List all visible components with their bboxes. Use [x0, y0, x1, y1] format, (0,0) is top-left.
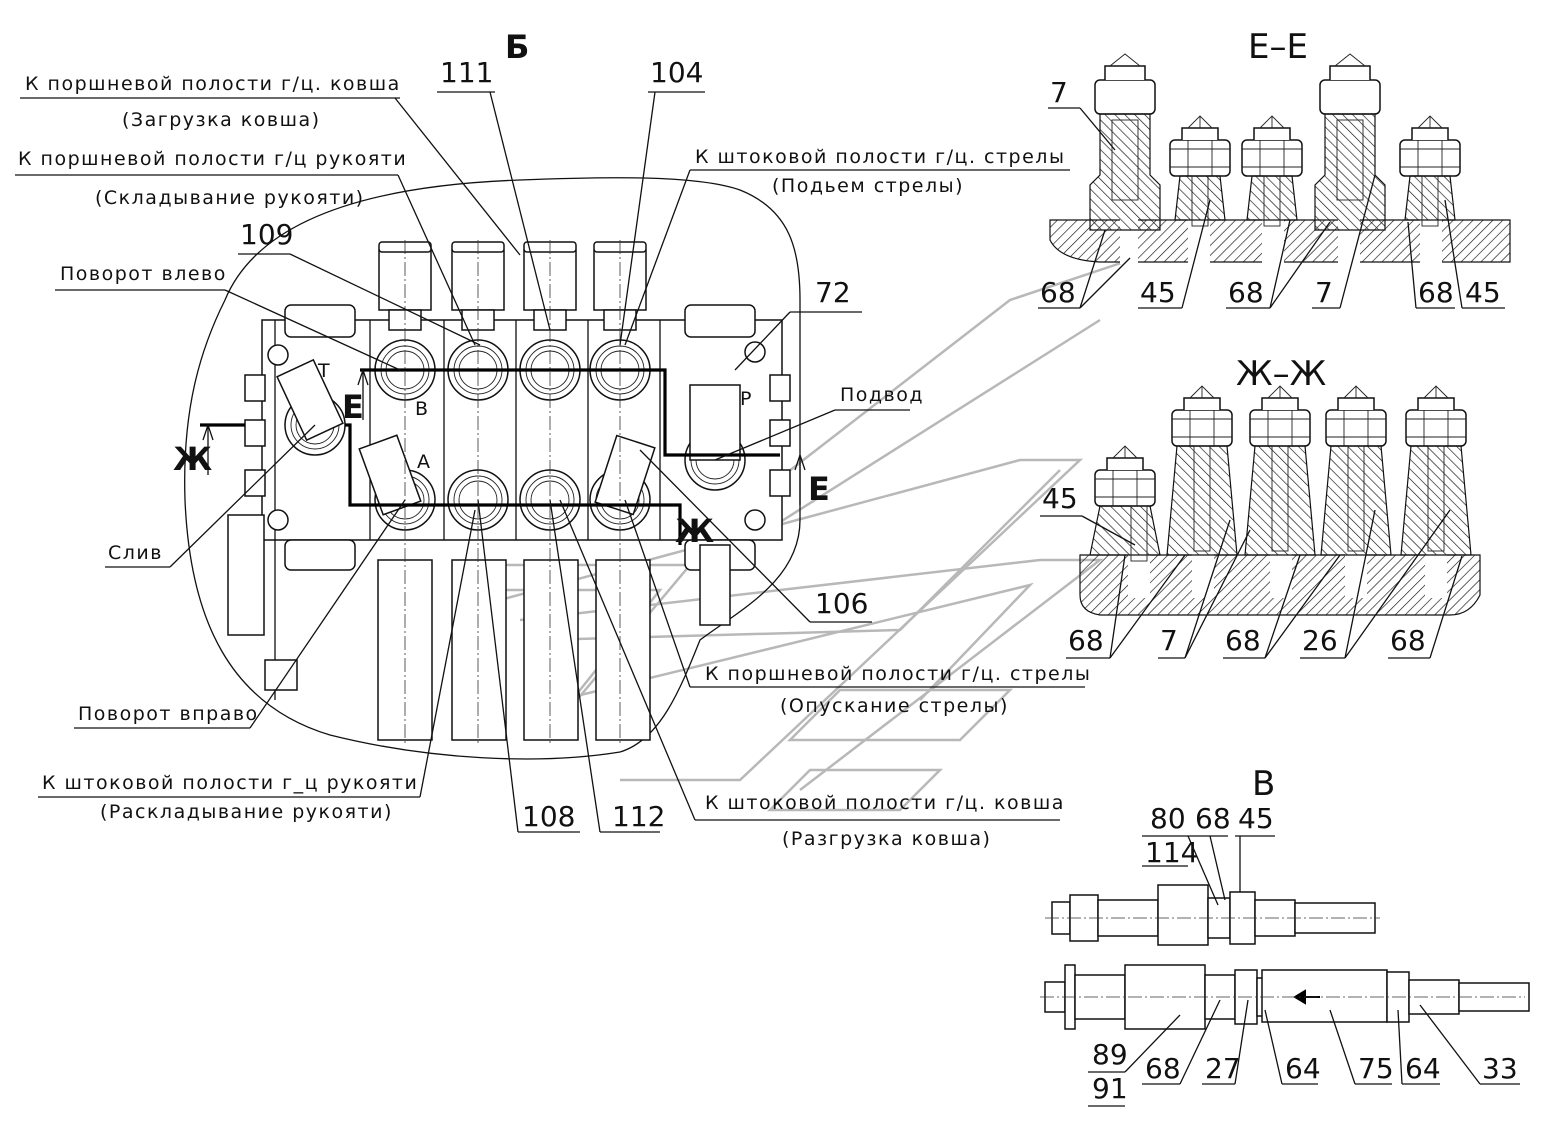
label-piston-bucket: К поршневой полости г/ц. ковша	[25, 73, 401, 95]
label-handle-unfold: (Раскладывание рукояти)	[100, 801, 393, 823]
ee-callout-68a: 68	[1040, 276, 1076, 309]
zhzh-callout-26: 26	[1302, 624, 1338, 657]
label-handle-fold: (Складывание рукояти)	[95, 187, 365, 209]
label-boom-lower: (Опускание стрелы)	[780, 695, 1009, 717]
ee-callout-45a: 45	[1140, 276, 1176, 309]
v-callout-68: 68	[1145, 1052, 1181, 1085]
callout-111: 111	[440, 56, 493, 89]
view-b-title: Б	[505, 28, 529, 66]
cut-mark-zh-right: Ж	[675, 512, 714, 550]
v-callout-64a: 64	[1285, 1052, 1321, 1085]
v-callout-64b: 64	[1405, 1052, 1441, 1085]
section-ee-title: Е–Е	[1248, 27, 1308, 67]
view-v-title: В	[1252, 764, 1275, 804]
v-callout-114: 114	[1145, 836, 1198, 869]
label-boom-raise: (Подьем стрелы)	[772, 175, 964, 197]
v-callout-27: 27	[1205, 1052, 1241, 1085]
ee-callout-68c: 68	[1418, 276, 1454, 309]
port-t: T	[317, 360, 331, 382]
v-callout-89: 89	[1092, 1038, 1128, 1071]
callout-108: 108	[522, 800, 575, 833]
callout-112: 112	[612, 800, 665, 833]
label-bucket-unload: (Разгрузка ковша)	[782, 828, 991, 850]
section-zhzh-drawing	[1079, 385, 1481, 616]
callout-72: 72	[815, 276, 851, 309]
callout-104: 104	[650, 56, 703, 89]
view-v-drawing	[1040, 884, 1530, 1030]
v-callout-45: 45	[1238, 802, 1274, 835]
v-callout-80: 80	[1150, 802, 1186, 835]
zhzh-callout-68c: 68	[1390, 624, 1426, 657]
ee-callout-45b: 45	[1465, 276, 1501, 309]
section-zhzh-title: Ж–Ж	[1236, 354, 1326, 394]
v-callout-75: 75	[1358, 1052, 1394, 1085]
port-p: P	[740, 388, 753, 410]
zhzh-callout-68a: 68	[1068, 624, 1104, 657]
v-callout-91: 91	[1092, 1072, 1128, 1105]
zhzh-callout-45: 45	[1042, 482, 1078, 515]
label-piston-boom: К поршневой полости г/ц. стрелы	[705, 663, 1091, 685]
label-rod-handle: К штоковой полости г_ц рукояти	[42, 772, 418, 794]
v-callout-68-top: 68	[1195, 802, 1231, 835]
ee-callout-7a: 7	[1050, 76, 1068, 109]
cut-mark-e-right: Е	[808, 470, 830, 508]
gray-guide-lines	[460, 258, 1131, 812]
port-a: A	[417, 451, 432, 473]
zhzh-callout-68b: 68	[1225, 624, 1261, 657]
label-rod-bucket: К штоковой полости г/ц. ковша	[705, 792, 1065, 814]
ee-callout-7b: 7	[1315, 276, 1333, 309]
zhzh-callout-7: 7	[1160, 624, 1178, 657]
label-turn-left: Поворот влево	[60, 263, 227, 285]
cut-mark-zh-left: Ж	[173, 440, 212, 478]
label-drain: Слив	[108, 542, 163, 564]
cut-mark-e-left: Е	[342, 388, 364, 426]
port-b: B	[415, 398, 430, 420]
callout-109: 109	[240, 218, 293, 251]
v-callout-33: 33	[1482, 1052, 1518, 1085]
ee-callout-68b: 68	[1228, 276, 1264, 309]
label-turn-right: Поворот вправо	[78, 703, 259, 725]
callout-106: 106	[815, 587, 868, 620]
label-rod-boom: К штоковой полости г/ц. стрелы	[695, 146, 1065, 168]
label-bucket-load: (Загрузка ковша)	[122, 109, 321, 131]
view-b-assembly	[184, 177, 806, 760]
section-ee-drawing	[1049, 53, 1511, 264]
label-supply: Подвод	[840, 384, 924, 406]
label-piston-handle: К поршневой полости г/ц рукояти	[18, 148, 407, 170]
